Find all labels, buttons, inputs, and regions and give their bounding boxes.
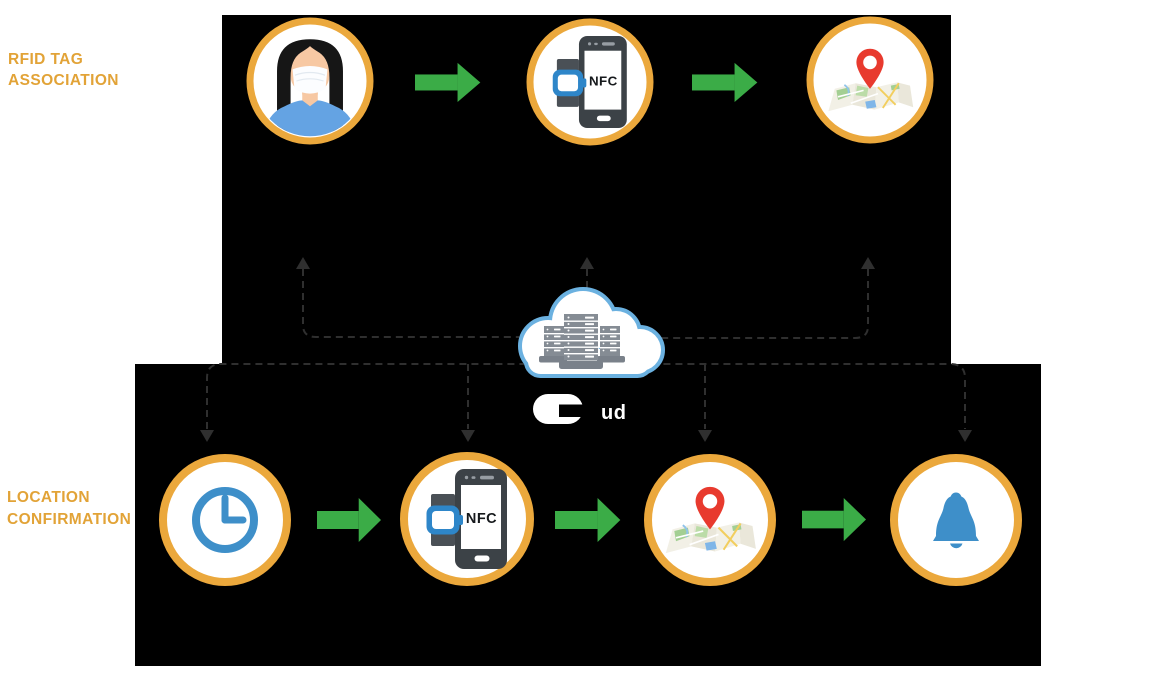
rfid-flow-row (246, 16, 934, 146)
flow-label-line2: ASSOCIATION (8, 72, 119, 89)
flow-arrow-icon (692, 62, 758, 103)
arrowhead-up-icon (580, 257, 594, 269)
flow-label-line2: CONFIRMATION (7, 511, 132, 528)
arrowhead-down-icon (698, 430, 712, 442)
location-flow-row (159, 452, 1022, 586)
arrowhead-down-icon (461, 430, 475, 442)
cloud-logo: ud (533, 394, 626, 424)
arrowhead-up-icon (861, 257, 875, 269)
flow-arrow-icon (415, 62, 481, 103)
flow-arrow-icon (802, 497, 867, 542)
cloud-logo-notch (559, 404, 585, 417)
flow-label-line1: RFID TAG (8, 51, 84, 68)
flow-label-line1: LOCATION (7, 489, 90, 506)
arrowhead-down-icon (958, 430, 972, 442)
arrowhead-up-icon (296, 257, 310, 269)
arrowhead-down-icon (200, 430, 214, 442)
connector-person-to-cloud (302, 269, 519, 338)
flow-arrow-icon (317, 498, 382, 542)
clock-icon (196, 491, 254, 549)
flow-arrow-icon (555, 498, 621, 542)
connector-map-to-cloud (656, 269, 869, 339)
cloud-logo-text: ud (601, 402, 626, 424)
flow-label-location-confirmation: LOCATION CONFIRMATION (7, 487, 131, 531)
flow-label-rfid-tag-association: RFID TAG ASSOCIATION (8, 49, 119, 91)
server-racks-icon (539, 314, 625, 369)
cloud-server-hub: ud (518, 287, 665, 424)
